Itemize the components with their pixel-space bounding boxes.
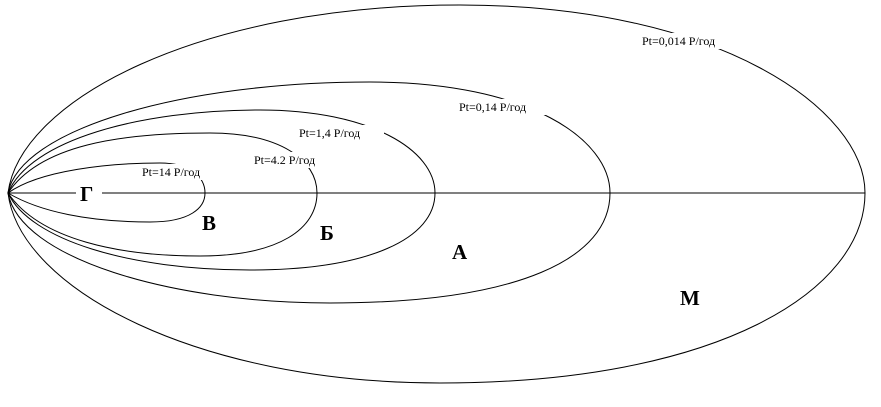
label-mask-014 [458,99,550,115]
contour-014 [7,81,611,304]
label-mask-14a [298,125,384,141]
label-mask-42 [253,152,337,168]
zone-label-g: Г [80,182,93,206]
level-label-42: Pt=4.2 Р/год [254,153,315,167]
label-mask-14 [141,164,221,180]
zone-label-a: А [452,240,468,264]
contour-0014 [7,4,866,384]
contour-42 [7,132,318,257]
level-label-14: Pt=14 Р/год [142,165,200,179]
zone-label-m: М [680,286,700,310]
zone-label-v: В [202,211,216,235]
level-label-0014: Pt=0,014 Р/год [642,34,715,48]
label-mask-zone-g [76,183,102,205]
zone-label-b: Б [320,221,334,245]
contour-14 [7,162,206,223]
label-mask-0014 [641,33,743,49]
contour-14a [7,109,436,271]
level-label-014: Pt=0,14 Р/год [459,100,526,114]
level-label-14a: Pt=1,4 Р/год [299,126,360,140]
